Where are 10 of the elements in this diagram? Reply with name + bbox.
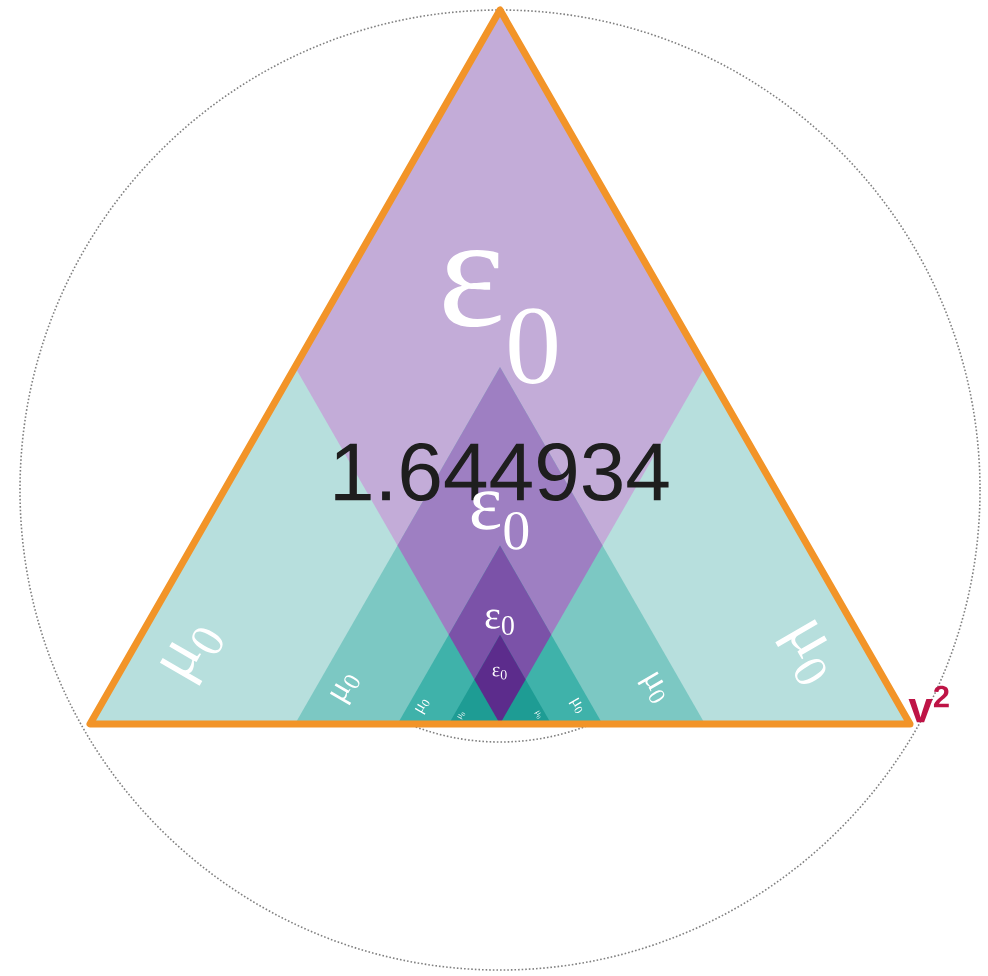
velocity-squared-label: v$^{2}$ [908, 685, 949, 723]
mu-symbol: μ$_{0}$ [329, 675, 360, 706]
mu-symbol: μ$_{0}$ [568, 697, 583, 714]
mu-symbol: μ$_{0}$ [414, 699, 430, 715]
mu-symbol: μ$_{0}$ [775, 619, 828, 684]
mu-symbol: μ$_{0}$ [159, 628, 223, 686]
epsilon-symbol: ε$_{0}$ [485, 609, 514, 635]
mu-symbol: μ$_{0}$ [637, 671, 665, 703]
epsilon-symbol: ε$_{0}$ [444, 250, 557, 384]
epsilon-symbol: ε$_{0}$ [492, 666, 507, 680]
